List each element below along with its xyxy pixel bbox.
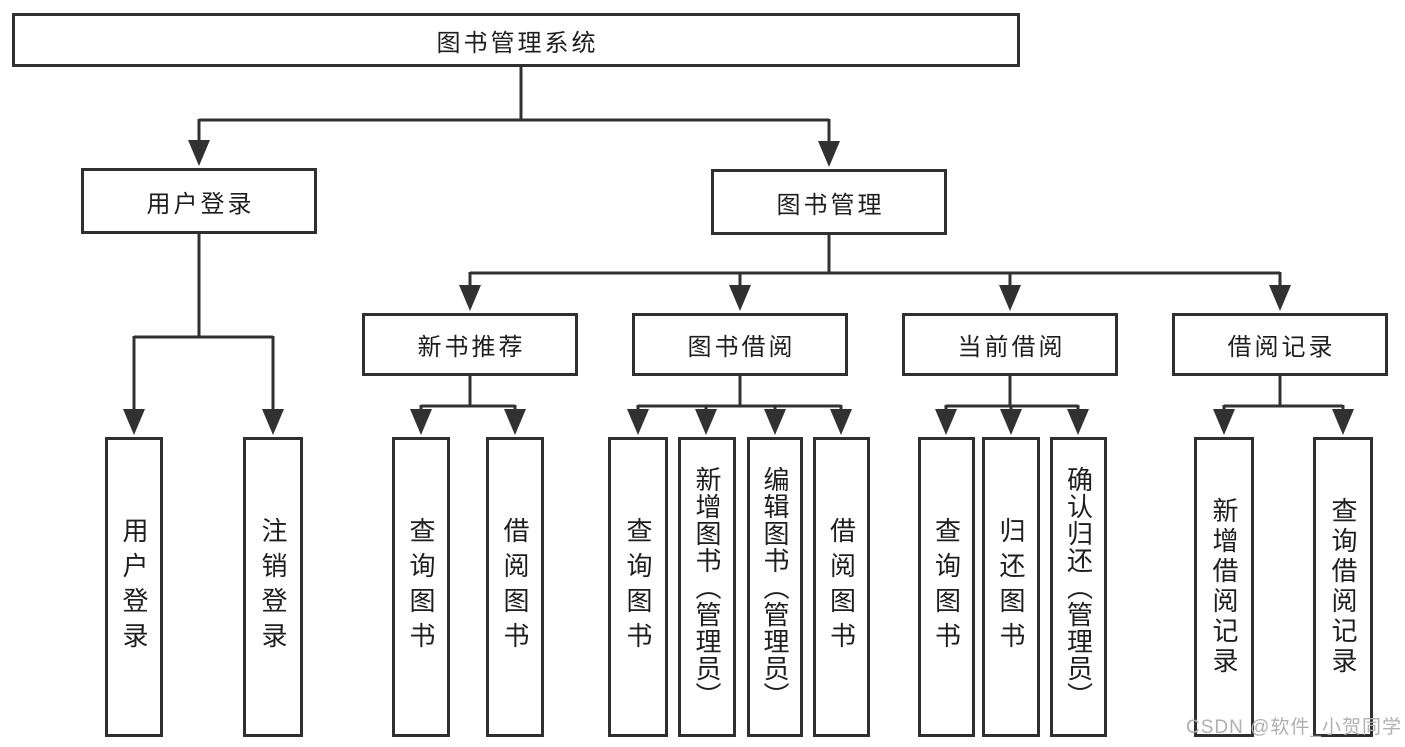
node-book-management: 图书管理	[711, 169, 947, 235]
arrow-down-icon	[1269, 285, 1291, 311]
arrow-down-icon	[123, 409, 145, 435]
arrow-down-icon	[504, 409, 526, 435]
leaf-query-books: 查询图书	[392, 437, 450, 737]
csdn-watermark: CSDN @软件_小贺同学	[1186, 717, 1402, 738]
arrow-down-icon	[262, 409, 284, 435]
arrow-down-icon	[999, 285, 1021, 311]
leaf-logout: 注销登录	[243, 437, 303, 737]
arrow-down-icon	[1332, 409, 1354, 435]
node-user-login: 用户登录	[81, 168, 317, 234]
connector-borrowrecord-to-leaves	[1222, 376, 1345, 413]
leaf-confirm-return-admin: 确认归还（管理员）	[1050, 437, 1107, 737]
leaf-add-borrow-record: 新增借阅记录	[1194, 437, 1254, 737]
node-new-book-recommend: 新书推荐	[362, 313, 578, 376]
arrow-down-icon	[459, 285, 481, 311]
leaf-borrow-books: 借阅图书	[813, 437, 870, 737]
node-borrowing-records: 借阅记录	[1172, 313, 1388, 376]
connector-userlogin-to-leaves	[132, 234, 275, 413]
arrow-down-icon	[1000, 409, 1022, 435]
arrow-down-icon	[935, 409, 957, 435]
arrowheads	[123, 140, 1354, 435]
leaf-borrow-books: 借阅图书	[486, 437, 544, 737]
leaf-query-borrow-record: 查询借阅记录	[1313, 437, 1373, 737]
node-current-borrowing: 当前借阅	[902, 313, 1118, 376]
arrow-down-icon	[188, 140, 210, 166]
leaf-return-books: 归还图书	[982, 437, 1040, 737]
arrow-down-icon	[830, 409, 852, 435]
arrow-down-icon	[818, 141, 840, 167]
leaf-edit-books-admin: 编辑图书（管理员）	[747, 437, 803, 737]
leaf-add-books-admin: 新增图书（管理员）	[678, 437, 736, 737]
arrow-down-icon	[764, 409, 786, 435]
arrow-down-icon	[1067, 409, 1089, 435]
arrow-down-icon	[410, 409, 432, 435]
arrow-down-icon	[1213, 409, 1235, 435]
connector-bookmgmt-to-level3	[468, 235, 1282, 289]
leaf-query-books: 查询图书	[918, 437, 975, 737]
node-book-borrowing: 图书借阅	[632, 313, 848, 376]
leaf-query-books: 查询图书	[608, 437, 668, 737]
connector-newbook-to-leaves	[419, 376, 517, 413]
leaf-user-login: 用户登录	[105, 437, 163, 737]
connector-bookborrow-to-leaves	[636, 376, 843, 413]
arrow-down-icon	[729, 285, 751, 311]
connector-currentborrow-to-leaves	[944, 376, 1080, 413]
arrow-down-icon	[695, 409, 717, 435]
arrow-down-icon	[627, 409, 649, 435]
node-library-system: 图书管理系统	[12, 13, 1020, 67]
connector-root-to-level2	[197, 67, 831, 147]
